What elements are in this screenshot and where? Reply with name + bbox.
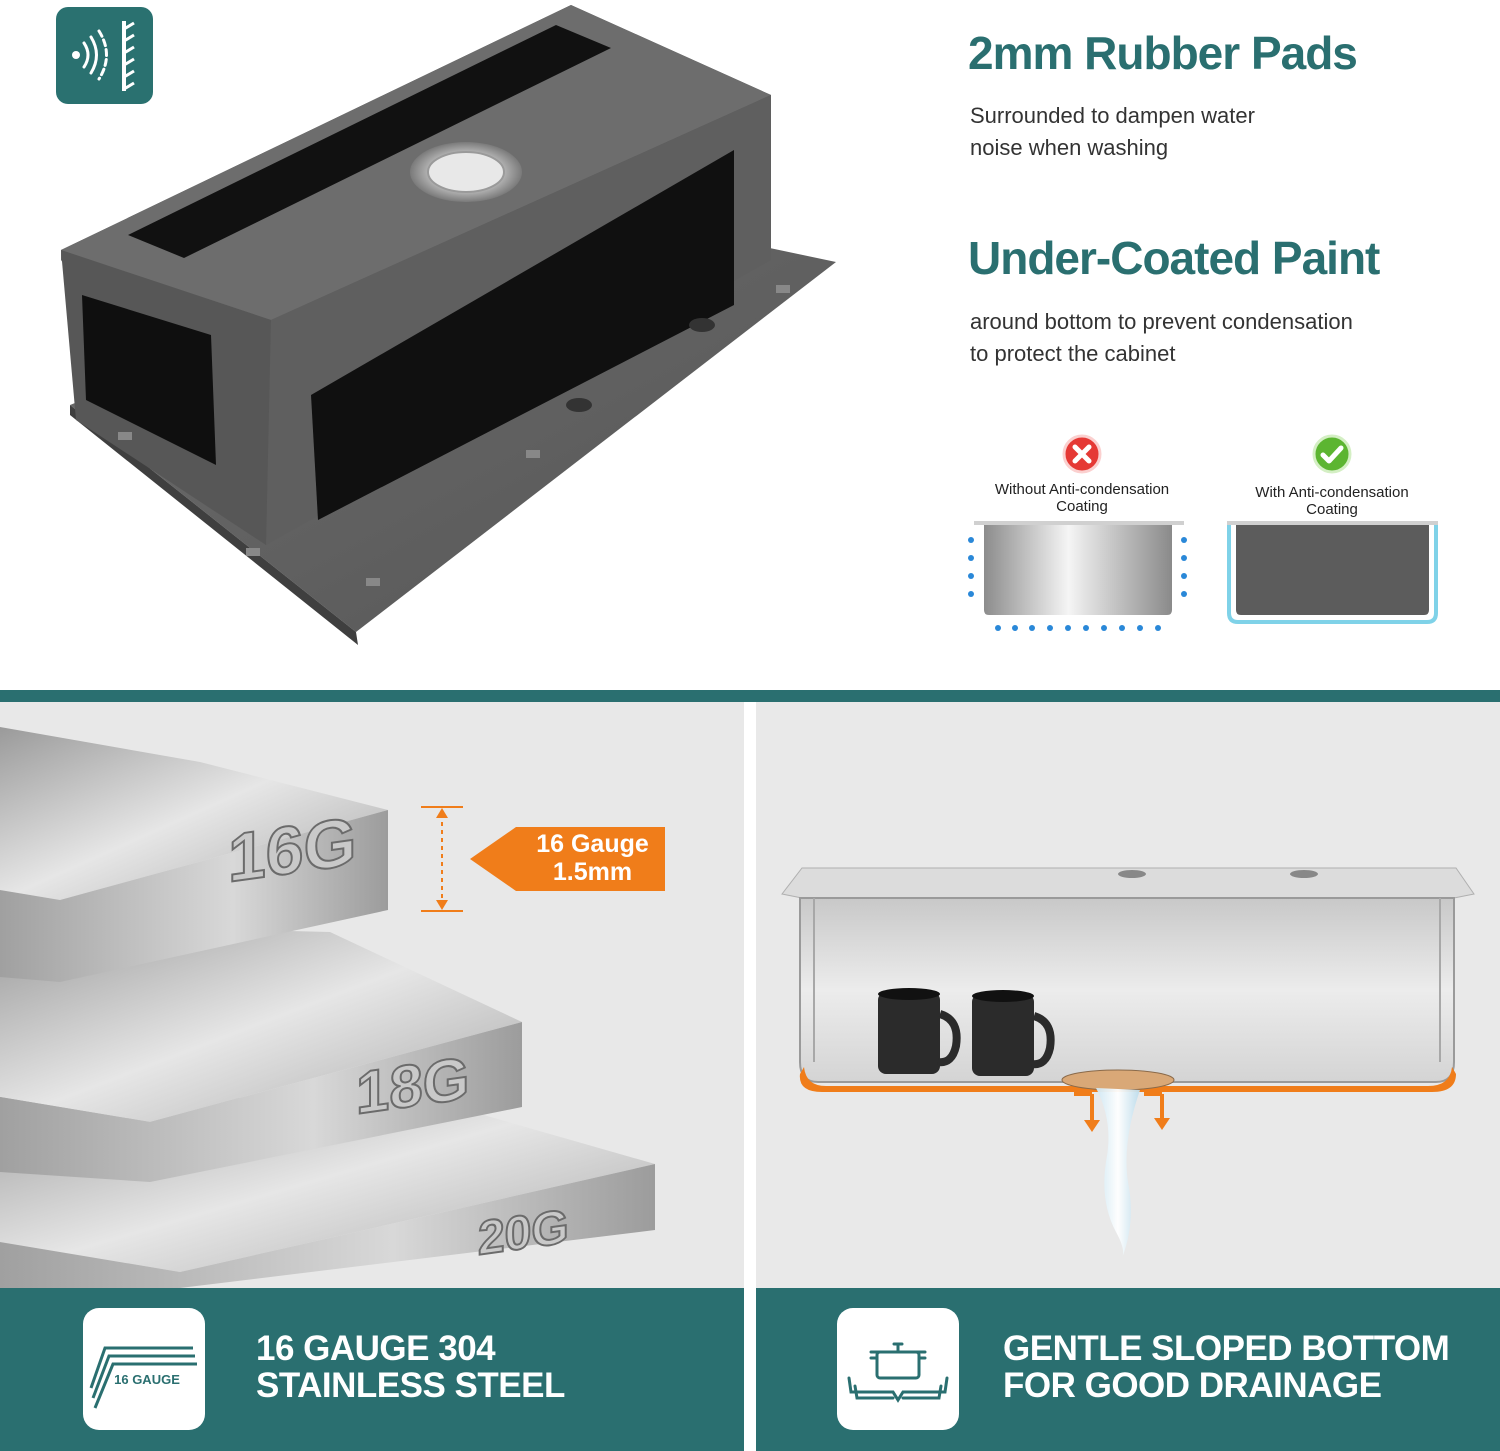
- gauge-plates-illustration: 16G 18G 20G: [0, 727, 655, 1288]
- without-coating-label-line2: Coating: [1056, 498, 1108, 515]
- footer-right-text: GENTLE SLOPED BOTTOM FOR GOOD DRAINAGE: [1003, 1329, 1450, 1405]
- uncoated-sink-diagram: [968, 521, 1187, 631]
- footer-left-line2: STAINLESS STEEL: [256, 1366, 565, 1405]
- cooking-pot-icon: [847, 1342, 949, 1403]
- sink-cross-section-illustration: [781, 867, 1475, 1258]
- coated-paint-description-line1: around bottom to prevent condensation: [970, 309, 1353, 334]
- sound-dampening-icon: [72, 21, 135, 91]
- panel-gap: [744, 702, 756, 1451]
- rubber-pads-description: Surrounded to dampen water noise when wa…: [970, 100, 1390, 164]
- error-x-icon: [1062, 434, 1102, 474]
- sink-underside-illustration: [61, 5, 836, 645]
- gauge-icon-label: 16 GAUGE: [114, 1372, 180, 1387]
- condensation-drops: [968, 537, 1187, 631]
- draining-water: [1096, 1088, 1140, 1258]
- mug-right: [972, 990, 1055, 1076]
- thickness-dimension-marker: [421, 806, 463, 912]
- footer-right-line2: FOR GOOD DRAINAGE: [1003, 1366, 1382, 1405]
- gauge-callout-line2: 1.5mm: [552, 858, 633, 886]
- without-coating-label-line1: Without Anti-condensation: [994, 481, 1170, 498]
- sloped-bottom-panel: [756, 702, 1500, 1288]
- drainage-arrows: [1074, 1092, 1170, 1132]
- rubber-pads-description-line2: noise when washing: [970, 135, 1169, 160]
- coated-paint-description: around bottom to prevent condensation to…: [970, 306, 1410, 370]
- without-coating-label: Without Anti-condensation Coating: [975, 481, 1189, 515]
- coated-paint-description-line2: to protect the cabinet: [970, 341, 1176, 366]
- pot-icon-box: [837, 1308, 959, 1430]
- gauge-icon-box: 16 GAUGE: [83, 1308, 205, 1430]
- plate-label-20g: 20G: [478, 1199, 569, 1265]
- gauge-callout-text: 16 Gauge 1.5mm: [520, 830, 665, 886]
- gauge-callout-arrow: [470, 827, 665, 891]
- with-coating-label-line1: With Anti-condensation: [1255, 484, 1409, 501]
- coated-sink-diagram: [1227, 521, 1438, 624]
- footer-left-line1: 16 GAUGE 304: [256, 1329, 496, 1368]
- mug-left: [878, 988, 961, 1074]
- footer-left-text: 16 GAUGE 304 STAINLESS STEEL: [256, 1330, 565, 1404]
- gauge-plates-icon: 16 GAUGE: [89, 1346, 197, 1409]
- gauge-comparison-panel: 16G 18G 20G: [0, 702, 744, 1288]
- section-divider: [0, 690, 1500, 702]
- rubber-pads-description-line1: Surrounded to dampen water: [970, 103, 1255, 128]
- with-coating-label-line2: Coating: [1306, 501, 1358, 518]
- gauge-callout-line1: 16 Gauge: [536, 830, 649, 858]
- coated-paint-title: Under-Coated Paint: [968, 232, 1380, 284]
- sound-dampening-badge: [56, 7, 153, 104]
- with-coating-label: With Anti-condensation Coating: [1225, 484, 1439, 518]
- success-check-icon: [1312, 434, 1352, 474]
- rubber-pads-title: 2mm Rubber Pads: [968, 27, 1358, 79]
- plate-label-18g: 18G: [356, 1043, 469, 1127]
- footer-right-line1: GENTLE SLOPED BOTTOM: [1003, 1329, 1450, 1368]
